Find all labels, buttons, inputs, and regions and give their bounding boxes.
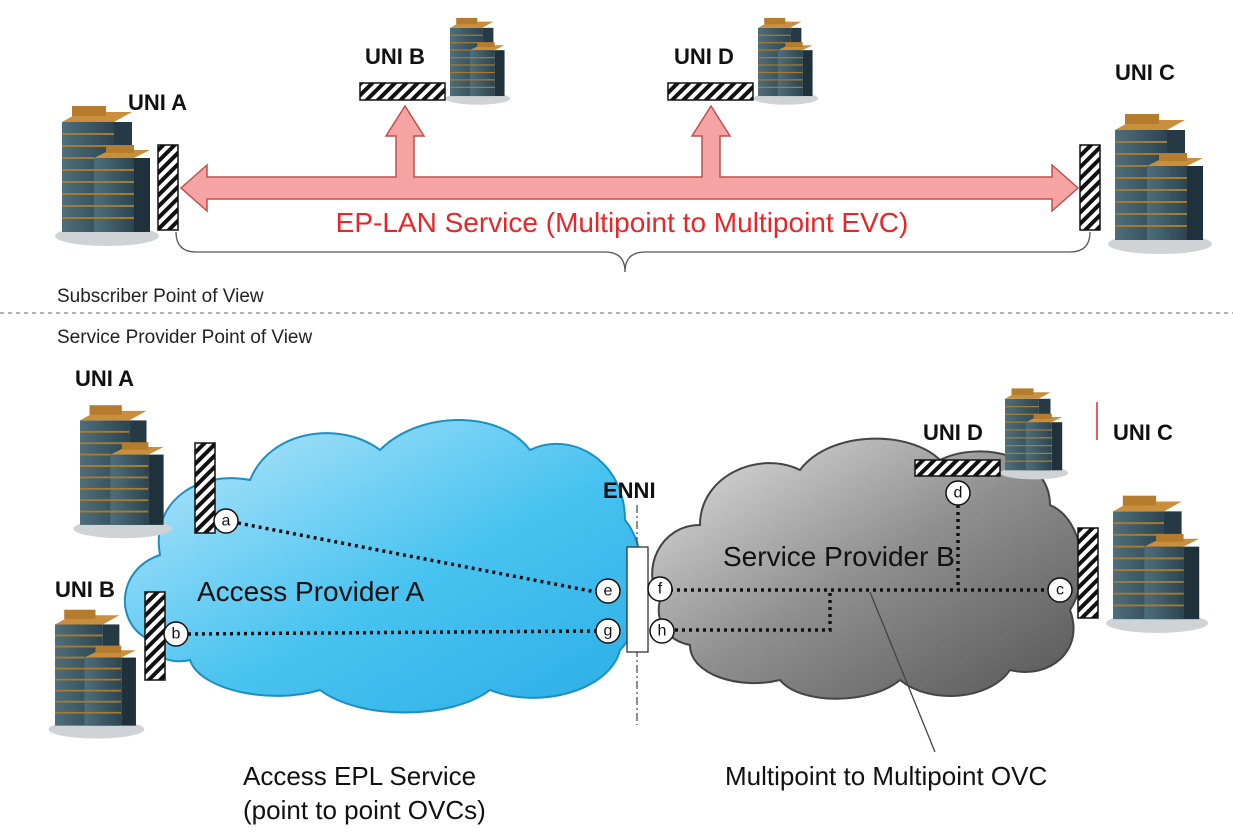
- bottom-uni-b-label: UNI B: [55, 577, 115, 602]
- top-uni-b-label: UNI B: [365, 44, 425, 69]
- ep-lan-arrow: [179, 104, 1080, 213]
- top-uni-c-label: UNI C: [1115, 60, 1175, 85]
- point-h: h: [649, 618, 675, 644]
- svg-text:e: e: [604, 583, 613, 600]
- multipoint-ovc-caption: Multipoint to Multipoint OVC: [725, 761, 1047, 791]
- building-bottom-uni-a-icon: [72, 404, 174, 540]
- svg-text:b: b: [172, 626, 181, 643]
- access-provider-label: Access Provider A: [197, 576, 425, 607]
- bottom-uni-a-interface: [194, 442, 216, 534]
- building-uni-c-icon: [1107, 113, 1213, 255]
- bottom-uni-a-label: UNI A: [75, 366, 134, 391]
- building-uni-d-icon: [753, 17, 819, 106]
- ovc-paths: [187, 505, 1048, 636]
- provider-pov-label: Service Provider Point of View: [57, 327, 312, 348]
- svg-text:g: g: [604, 623, 613, 640]
- building-bottom-uni-c-icon: [1105, 494, 1210, 634]
- subscriber-pov-label: Subscriber Point of View: [57, 286, 264, 307]
- building-uni-a-icon: [54, 105, 160, 247]
- svg-text:a: a: [222, 513, 231, 530]
- building-uni-b-icon: [445, 17, 511, 106]
- service-provider-label: Service Provider B: [723, 541, 955, 572]
- ovc-pointer-line: [869, 591, 936, 753]
- ep-lan-service-label: EP-LAN Service (Multipoint to Multipoint…: [336, 207, 909, 238]
- bottom-uni-c-interface: [1077, 527, 1099, 619]
- subscriber-brace: [175, 231, 1091, 273]
- access-epl-caption: Access EPL Service: [243, 761, 476, 791]
- access-epl-subcaption: (point to point OVCs): [243, 795, 486, 825]
- uni-c-interface: [1079, 144, 1101, 231]
- point-e: e: [595, 578, 621, 604]
- top-uni-a-label: UNI A: [128, 90, 187, 115]
- building-bottom-uni-b-icon: [47, 608, 146, 740]
- point-c: c: [1047, 577, 1073, 603]
- top-uni-d-label: UNI D: [674, 44, 734, 69]
- bottom-uni-c-label: UNI C: [1113, 420, 1173, 445]
- bottom-uni-d-label: UNI D: [923, 420, 983, 445]
- uni-b-interface: [359, 82, 446, 101]
- point-g: g: [595, 618, 621, 644]
- building-bottom-uni-d-icon: [999, 387, 1069, 481]
- point-b: b: [163, 621, 189, 647]
- bottom-uni-b-interface: [144, 591, 166, 681]
- uni-d-interface: [667, 82, 754, 101]
- enni-interface: [626, 546, 649, 653]
- provider-view: ENNI a b c d e f g h UNI A UNI B UNI D U…: [47, 366, 1210, 825]
- uni-a-interface: [157, 144, 179, 231]
- svg-text:h: h: [658, 623, 667, 640]
- enni-label: ENNI: [603, 478, 656, 503]
- point-a: a: [213, 508, 239, 534]
- svg-text:d: d: [954, 485, 963, 502]
- bottom-uni-d-interface: [914, 459, 1001, 477]
- subscriber-view: UNI A UNI B UNI D UNI C EP-LAN Service (…: [54, 17, 1213, 273]
- point-f: f: [647, 576, 673, 602]
- svg-text:c: c: [1056, 582, 1064, 599]
- point-d: d: [945, 480, 971, 506]
- svg-text:f: f: [658, 581, 663, 598]
